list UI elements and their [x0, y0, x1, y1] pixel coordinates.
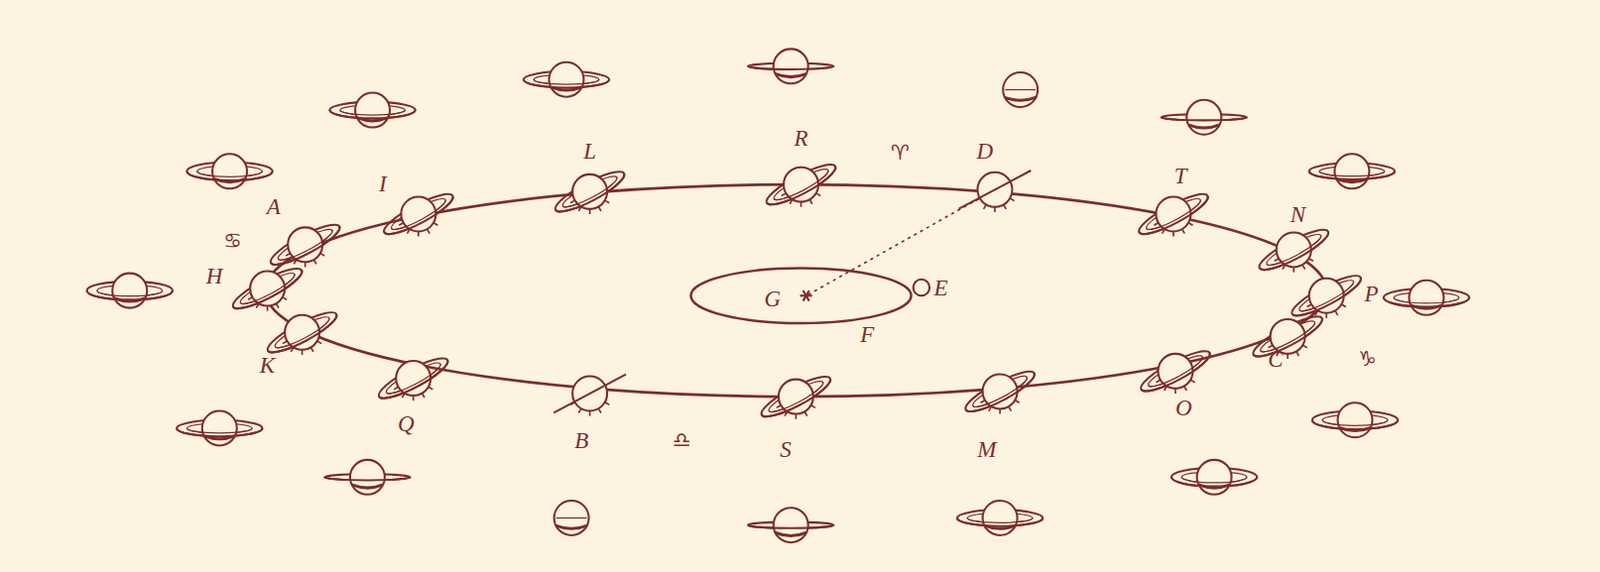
position-letter: S — [779, 437, 792, 461]
position-letter: T — [1174, 163, 1188, 187]
saturn-in-orbit — [1136, 345, 1215, 398]
saturn-in-orbit — [374, 352, 453, 405]
saturn-appearance — [87, 273, 173, 309]
saturn-appearance — [957, 500, 1043, 536]
saturn-appearance — [329, 93, 415, 128]
saturn-in-orbit — [1254, 223, 1333, 276]
saturn-in-orbit — [553, 374, 626, 417]
saturn-appearance — [747, 48, 834, 84]
zodiac-sign: ♋ — [223, 230, 243, 251]
position-letter: E — [933, 276, 948, 300]
position-letter: R — [793, 125, 808, 149]
zodiac-sign: ♎ — [672, 430, 692, 452]
saturn-appearance — [176, 410, 262, 446]
position-letter: L — [583, 139, 597, 163]
saturn-in-orbit — [1248, 310, 1327, 364]
position-letter: K — [259, 354, 275, 377]
saturn-in-orbit — [762, 158, 841, 212]
saturn-in-orbit — [229, 262, 307, 316]
saturn-appearance — [1312, 402, 1398, 438]
position-letter: A — [266, 194, 281, 218]
saturn-appearance — [554, 500, 590, 536]
saturn-appearance — [523, 62, 610, 98]
earth-orbit — [690, 268, 911, 325]
position-letter: H — [206, 263, 224, 287]
saturn-in-orbit — [379, 187, 458, 241]
position-letter: G — [763, 287, 781, 311]
position-letter: I — [378, 172, 387, 196]
position-letter: O — [1175, 396, 1193, 420]
saturn-appearance — [1161, 100, 1247, 135]
saturn-appearance — [747, 507, 834, 543]
saturn-in-orbit — [266, 218, 345, 271]
earth — [913, 279, 930, 296]
position-letter: M — [977, 437, 996, 461]
saturn-appearance — [1383, 280, 1470, 316]
saturn-in-orbit — [1287, 269, 1365, 323]
position-letter: N — [1290, 203, 1306, 227]
zodiac-sign: ♑ — [1357, 349, 1377, 370]
saturn-in-orbit — [961, 365, 1039, 418]
saturn-in-orbit — [959, 170, 1032, 213]
saturn-appearance — [1309, 153, 1395, 189]
position-letter: P — [1364, 282, 1379, 306]
position-letter: C — [1267, 348, 1283, 371]
saturn-appearance — [186, 153, 272, 189]
position-letter: F — [860, 323, 874, 347]
saturn-in-orbit — [263, 306, 342, 360]
position-letter: B — [574, 429, 589, 453]
saturn-in-orbit — [551, 165, 629, 219]
zodiac-sign: ♈ — [890, 142, 910, 164]
saturn-appearance — [1171, 460, 1257, 495]
saturn-appearance — [1002, 72, 1038, 108]
saturn-in-orbit — [757, 370, 836, 424]
saturn-in-orbit — [1134, 187, 1213, 241]
position-letter: Q — [397, 411, 415, 435]
saturn-orbit — [265, 184, 1328, 397]
saturn-appearance — [324, 460, 410, 495]
sun-star — [800, 290, 813, 302]
position-letter: D — [976, 139, 993, 163]
